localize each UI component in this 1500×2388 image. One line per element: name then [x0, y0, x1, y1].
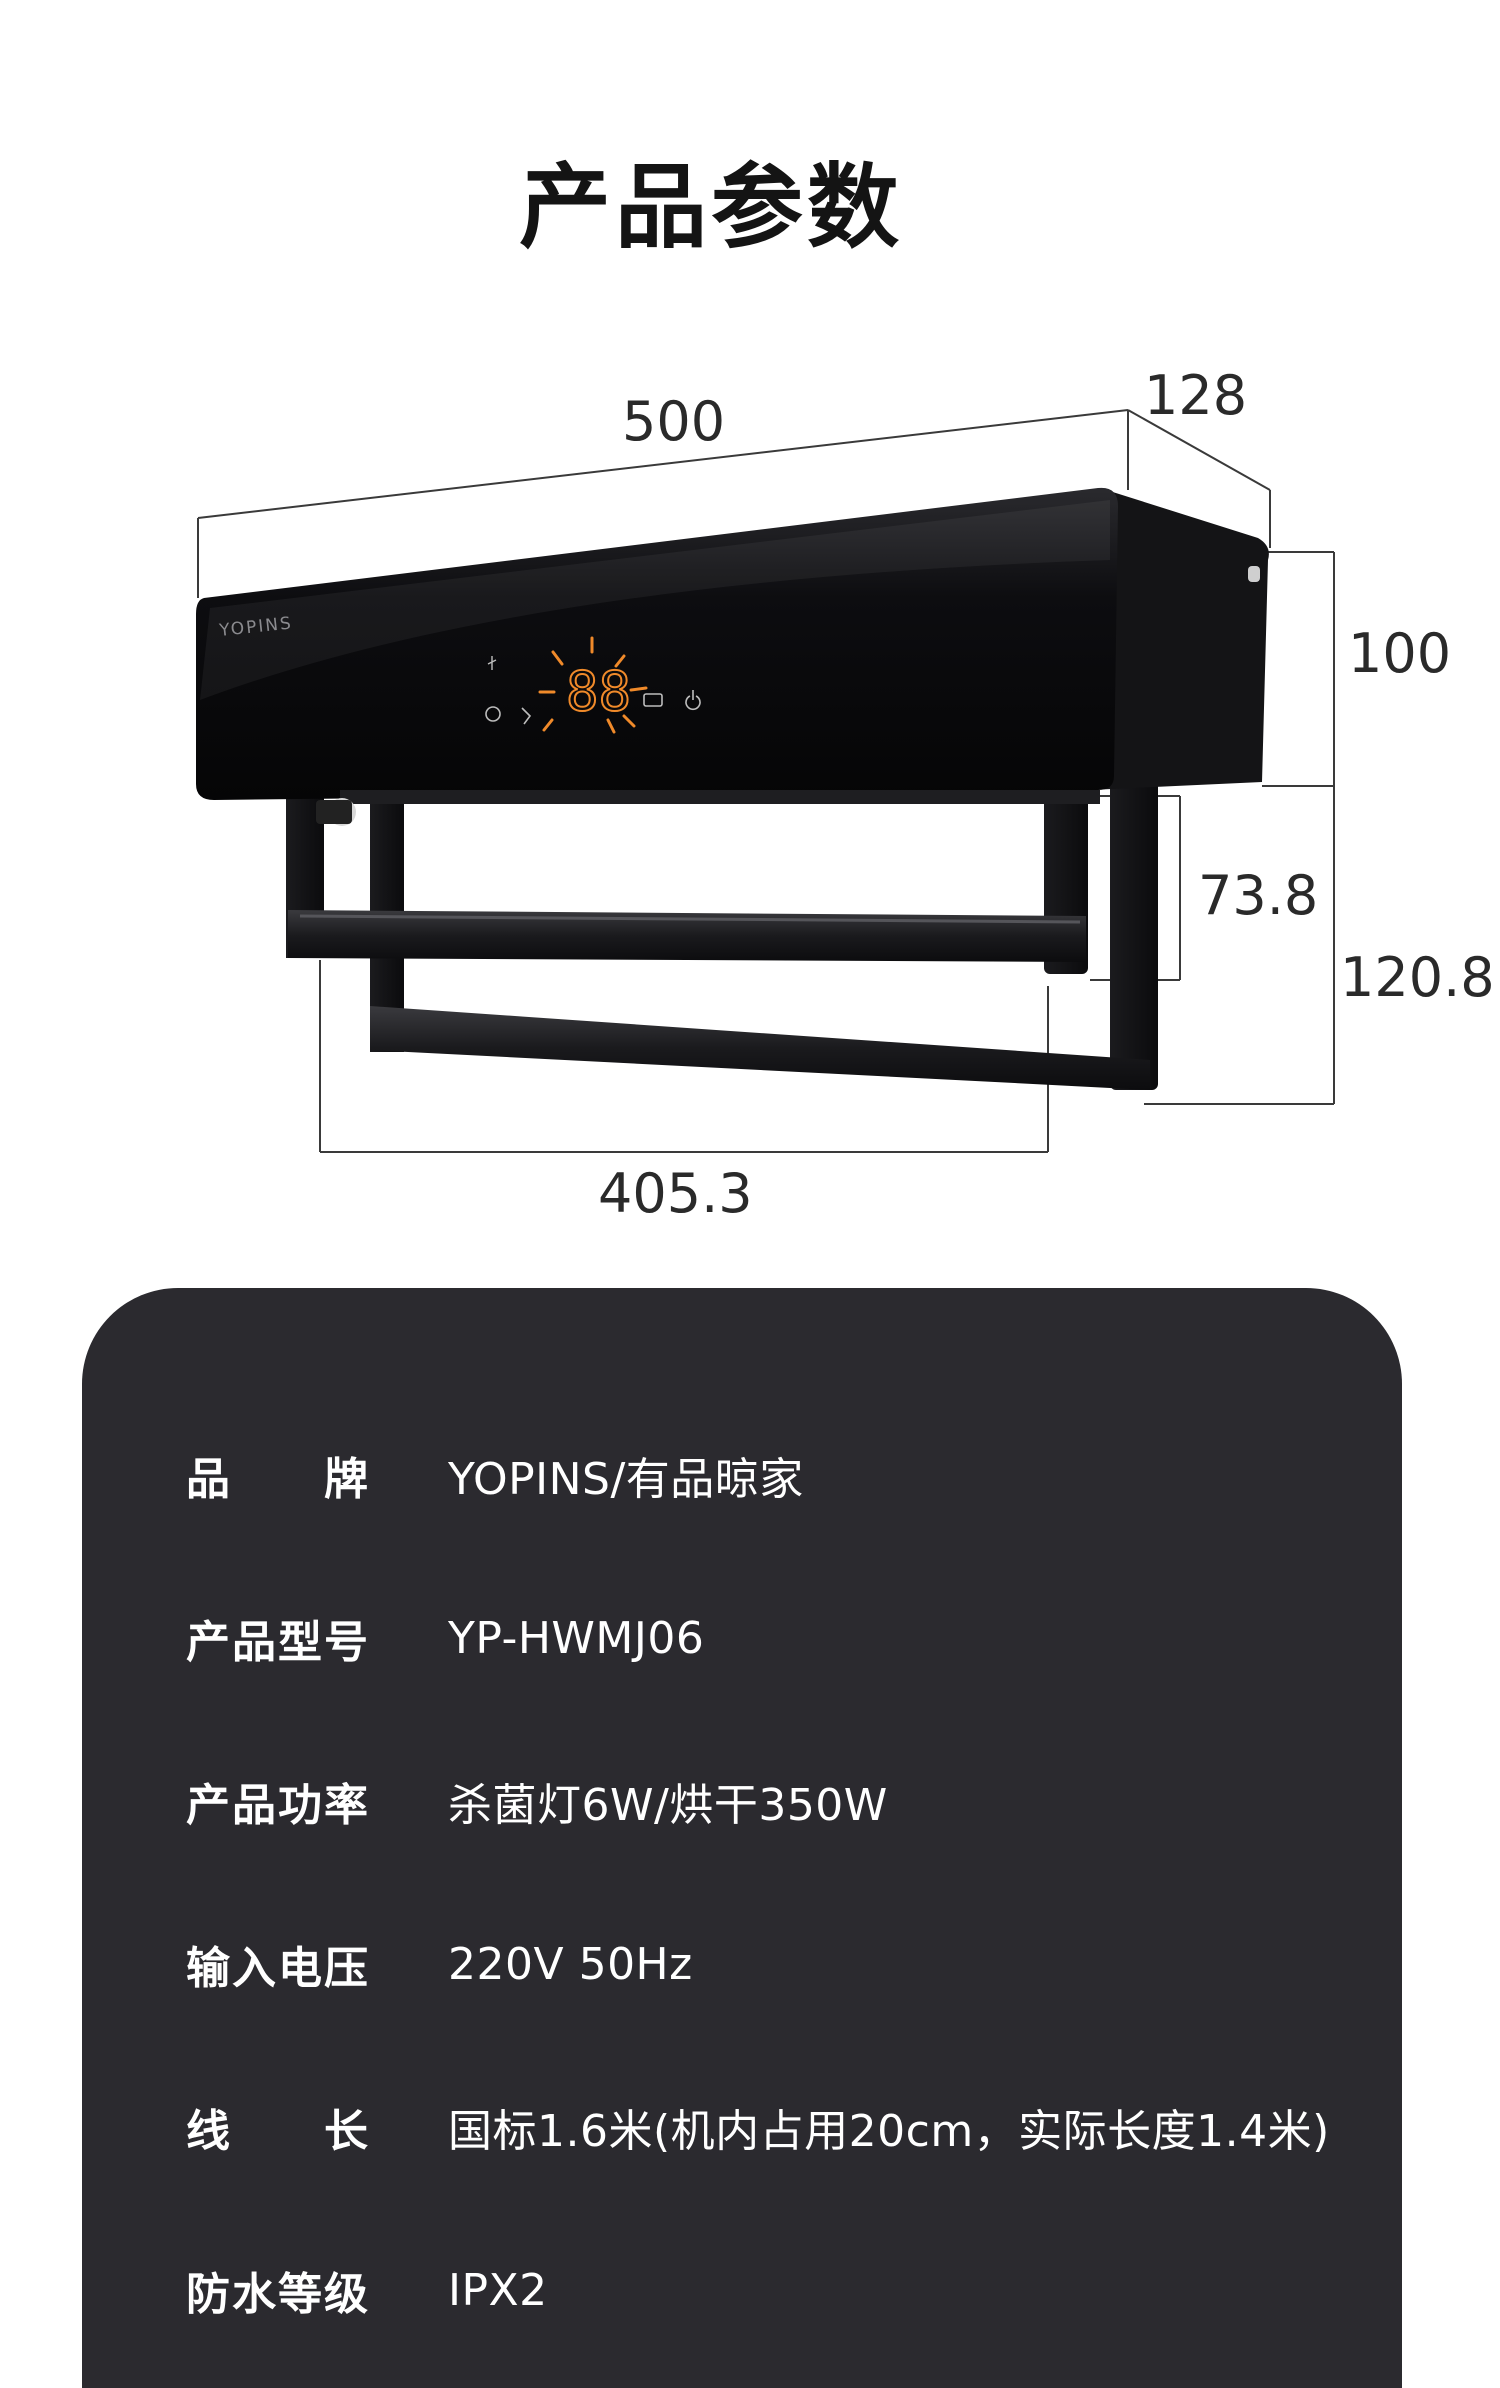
dim-bar-width: 405.3 [598, 1162, 753, 1225]
spec-label: 线长 [186, 2106, 368, 2157]
spec-value: YOPINS/有品晾家 [448, 1454, 804, 1505]
spec-value: IPX2 [448, 2264, 548, 2316]
dim-total-height: 120.8 [1340, 946, 1495, 1009]
spec-value: YP-HWMJ06 [448, 1612, 705, 1664]
spec-value: 国标1.6米(机内占用20cm，实际长度1.4米) [448, 2106, 1330, 2157]
display-digits: 88 [566, 660, 631, 723]
display-glow-icon [538, 636, 648, 734]
fan-mode-icon [485, 706, 501, 722]
spec-panel: 品牌 YOPINS/有品晾家 产品型号 YP-HWMJ06 产品功率 杀菌灯6W… [82, 1288, 1402, 2388]
spec-label: 产品型号 [186, 1617, 368, 1668]
dim-body-height: 100 [1348, 622, 1451, 685]
spec-value: 220V 50Hz [448, 1938, 693, 1990]
spec-row-cable-length: 线长 国标1.6米(机内占用20cm，实际长度1.4米) [186, 2092, 1330, 2162]
spec-label: 产品功率 [186, 1780, 368, 1831]
dim-width: 500 [622, 390, 725, 453]
heater-body [196, 487, 1269, 826]
page-title: 产品参数 [518, 154, 903, 261]
spec-label: 输入电压 [186, 1943, 368, 1994]
spec-row-brand: 品牌 YOPINS/有品晾家 [186, 1440, 804, 1510]
spec-value: 杀菌灯6W/烘干350W [448, 1780, 888, 1831]
spec-label: 品牌 [186, 1454, 368, 1505]
dry-mode-icon [643, 693, 663, 707]
spec-row-voltage: 输入电压 220V 50Hz [186, 1929, 693, 1999]
power-icon [685, 690, 701, 711]
product-dimension-diagram: YOPINS 88 500 128 100 73.8 120.8 405.3 [196, 364, 1495, 1225]
towel-rack [286, 772, 1158, 1090]
dim-depth: 128 [1144, 364, 1247, 427]
spec-row-power: 产品功率 杀菌灯6W/烘干350W [186, 1766, 888, 1836]
spec-label: 防水等级 [186, 2269, 368, 2320]
lightning-icon [521, 707, 532, 725]
control-panel: 88 [485, 636, 701, 734]
signal-icon [487, 656, 497, 670]
spec-row-model: 产品型号 YP-HWMJ06 [186, 1603, 704, 1673]
spec-row-waterproof: 防水等级 IPX2 [186, 2255, 548, 2325]
dim-bar-height: 73.8 [1198, 864, 1318, 927]
